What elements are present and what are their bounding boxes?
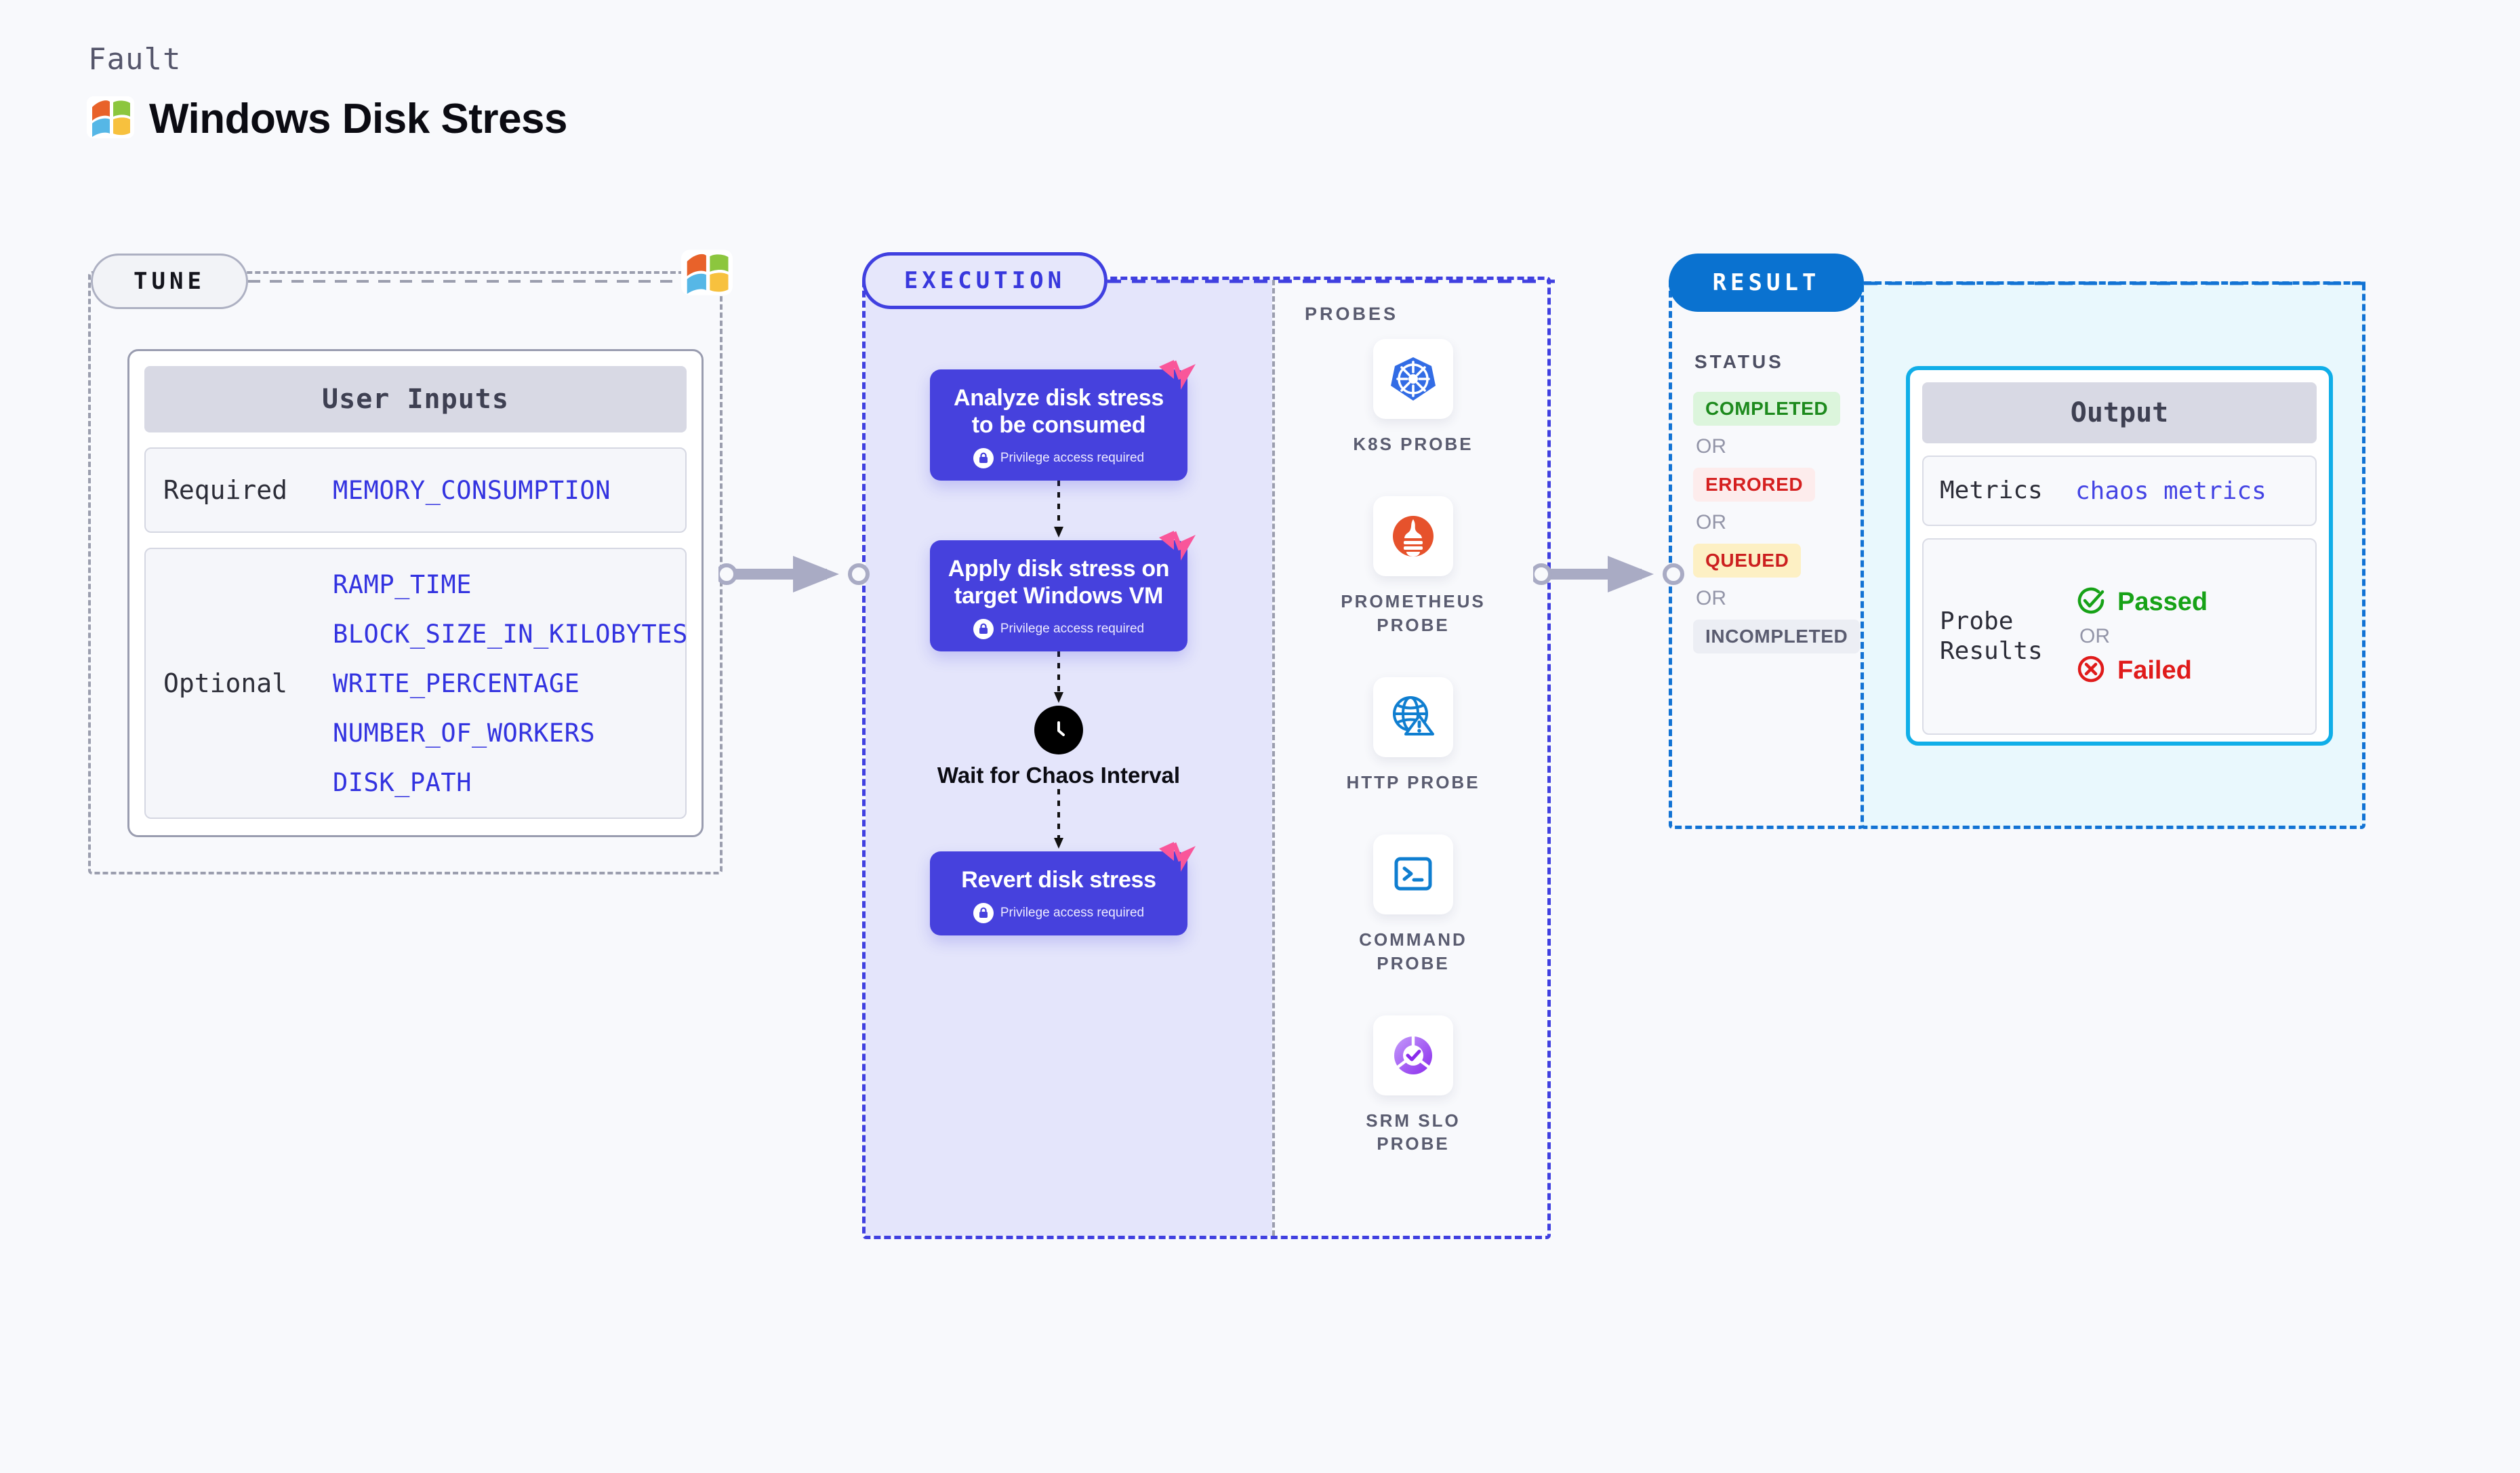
output-card: Output Metrics chaos metrics Probe Resul…: [1906, 366, 2333, 746]
lock-icon: [973, 448, 994, 469]
metrics-value[interactable]: chaos metrics: [2075, 477, 2267, 505]
param-value[interactable]: BLOCK_SIZE_IN_KILOBYTES: [333, 619, 688, 649]
check-circle-icon: [2075, 585, 2107, 620]
terminal-icon: [1373, 834, 1453, 915]
clock-icon: [1034, 706, 1083, 755]
required-label: Required: [163, 475, 288, 505]
privilege-note-text: Privilege access required: [1000, 906, 1145, 921]
or-separator: OR: [2079, 625, 2110, 647]
page-title-row: Windows Disk Stress: [87, 95, 568, 143]
user-inputs-title: User Inputs: [144, 366, 687, 432]
probe-result-passed: Passed: [2075, 585, 2208, 620]
probe-item-command[interactable]: COMMAND PROBE: [1328, 834, 1498, 975]
connector-execution-to-result: [1533, 556, 1684, 592]
step-title: Analyze disk stress to be consumed: [954, 385, 1164, 439]
lock-icon: [973, 619, 994, 640]
lock-icon: [973, 903, 994, 924]
privilege-note-text: Privilege access required: [1000, 622, 1145, 637]
required-param-list: MEMORY_CONSUMPTION: [333, 476, 611, 505]
tune-section-pill[interactable]: TUNE: [91, 254, 248, 309]
wait-for-chaos-interval-node: Wait for Chaos Interval: [930, 706, 1187, 789]
probes-list: K8S PROBE PROMETHEUS PROBE: [1328, 339, 1498, 1156]
chaos-flag-icon: [1158, 359, 1197, 391]
privilege-note: Privilege access required: [942, 619, 1175, 640]
probe-item-prometheus[interactable]: PROMETHEUS PROBE: [1328, 496, 1498, 637]
probe-results-values: Passed OR Failed: [2075, 585, 2208, 688]
optional-param-list: RAMP_TIME BLOCK_SIZE_IN_KILOBYTES WRITE_…: [333, 570, 688, 797]
execution-leader-line: [1107, 279, 1555, 283]
status-badge: QUEUED: [1693, 544, 1802, 578]
probe-label: COMMAND PROBE: [1359, 929, 1467, 973]
page-kicker: Fault: [88, 42, 182, 77]
status-badge: ERRORED: [1693, 468, 1816, 502]
or-separator: OR: [1696, 587, 1726, 609]
wait-node-label: Wait for Chaos Interval: [937, 763, 1181, 788]
step-title: Revert disk stress: [961, 867, 1156, 893]
slo-donut-icon: [1373, 1015, 1453, 1095]
status-badge-list: COMPLETED OR ERRORED OR QUEUED OR INCOMP…: [1693, 392, 1861, 653]
optional-label: Optional: [163, 668, 288, 698]
privilege-note: Privilege access required: [942, 448, 1175, 469]
chaos-flag-icon: [1158, 841, 1197, 873]
privilege-note-text: Privilege access required: [1000, 451, 1145, 466]
param-value[interactable]: DISK_PATH: [333, 767, 472, 797]
param-value[interactable]: NUMBER_OF_WORKERS: [333, 718, 596, 748]
execution-step-card[interactable]: Revert disk stress Privilege access requ…: [930, 842, 1196, 936]
step-connector-arrow: [930, 651, 1187, 706]
chaos-flag-icon: [1158, 529, 1197, 562]
status-label: STATUS: [1694, 351, 1784, 372]
output-probe-results-row: Probe Results Passed OR: [1922, 538, 2317, 735]
globe-warning-icon: [1373, 677, 1453, 757]
execution-section-pill[interactable]: EXECUTION: [862, 252, 1107, 309]
kubernetes-icon: [1373, 339, 1453, 419]
probe-label: HTTP PROBE: [1346, 771, 1480, 792]
execution-probes-divider: [1272, 280, 1275, 1236]
x-circle-icon: [2075, 653, 2107, 688]
passed-label: Passed: [2117, 588, 2208, 616]
privilege-note: Privilege access required: [942, 903, 1175, 924]
probe-result-failed: Failed: [2075, 653, 2208, 688]
failed-label: Failed: [2117, 656, 2192, 685]
param-value[interactable]: RAMP_TIME: [333, 569, 472, 599]
param-value[interactable]: WRITE_PERCENTAGE: [333, 668, 580, 698]
required-params-row: Required MEMORY_CONSUMPTION: [144, 447, 687, 533]
execution-step-card[interactable]: Analyze disk stress to be consumed Privi…: [930, 360, 1196, 481]
prometheus-icon: [1373, 496, 1453, 577]
status-badge: INCOMPLETED: [1693, 620, 1861, 653]
windows-logo-icon: [87, 96, 134, 142]
metrics-label: Metrics: [1940, 477, 2043, 505]
probe-results-label: Probe Results: [1940, 607, 2043, 665]
result-section-pill[interactable]: RESULT: [1669, 254, 1864, 312]
step-connector-arrow: [930, 789, 1187, 851]
probes-section-label: PROBES: [1305, 304, 1399, 324]
probe-label: K8S PROBE: [1353, 434, 1474, 454]
param-value[interactable]: MEMORY_CONSUMPTION: [333, 475, 611, 505]
or-separator: OR: [1696, 435, 1726, 458]
step-connector-arrow: [930, 481, 1187, 540]
output-metrics-row: Metrics chaos metrics: [1922, 456, 2317, 526]
probe-item-http[interactable]: HTTP PROBE: [1328, 677, 1498, 794]
probe-label: PROMETHEUS PROBE: [1341, 591, 1486, 635]
step-title: Apply disk stress on target Windows VM: [948, 556, 1170, 609]
output-title: Output: [1922, 382, 2317, 443]
connector-tune-to-execution: [718, 556, 870, 592]
execution-step-list: Analyze disk stress to be consumed Privi…: [930, 360, 1201, 936]
execution-step-card[interactable]: Apply disk stress on target Windows VM P…: [930, 531, 1196, 652]
result-leader-line: [1864, 281, 2365, 285]
probe-item-k8s[interactable]: K8S PROBE: [1328, 339, 1498, 456]
tune-leader-line: [248, 280, 716, 283]
tune-windows-logo-icon: [681, 249, 733, 299]
probe-item-srm-slo[interactable]: SRM SLO PROBE: [1328, 1015, 1498, 1156]
user-inputs-card: User Inputs Required MEMORY_CONSUMPTION …: [127, 349, 704, 837]
probe-label: SRM SLO PROBE: [1366, 1110, 1461, 1154]
or-separator: OR: [1696, 511, 1726, 533]
status-badge: COMPLETED: [1693, 392, 1841, 426]
optional-params-row: Optional RAMP_TIME BLOCK_SIZE_IN_KILOBYT…: [144, 548, 687, 819]
page-title: Windows Disk Stress: [149, 96, 568, 142]
